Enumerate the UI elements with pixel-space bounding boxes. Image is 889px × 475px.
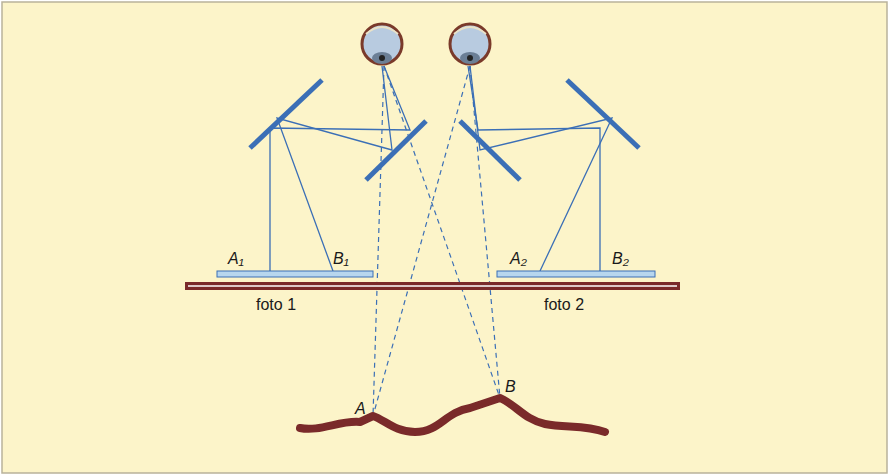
point-label: A bbox=[355, 400, 366, 418]
point-label: B₁ bbox=[333, 250, 349, 268]
point-label: B bbox=[505, 378, 516, 396]
photo-label: foto 2 bbox=[544, 296, 584, 314]
point-label: A₁ bbox=[228, 250, 244, 268]
point-label: B₂ bbox=[612, 250, 629, 268]
photo-label: foto 1 bbox=[256, 296, 296, 314]
point-label: A₂ bbox=[510, 250, 527, 268]
